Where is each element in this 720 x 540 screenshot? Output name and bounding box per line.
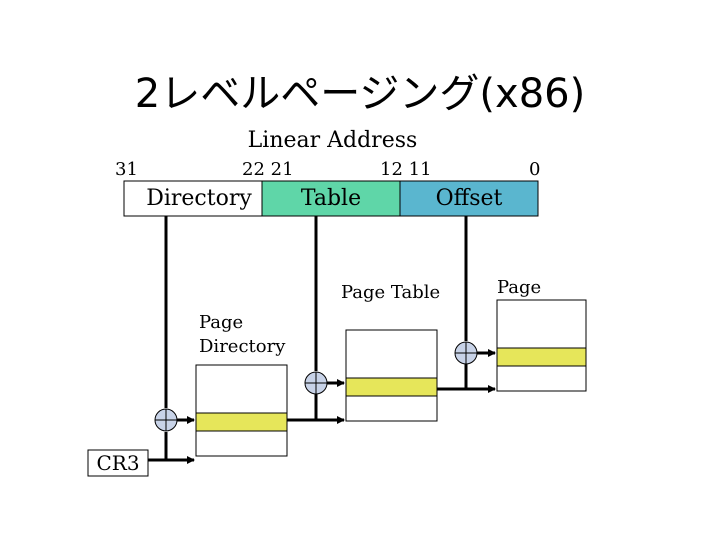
page-label: Page: [497, 277, 542, 298]
circled-plus-icon: [454, 341, 478, 365]
page-entry: [496, 347, 587, 367]
offset-field: [399, 180, 539, 217]
page-title: 2レベルページング(x86): [134, 71, 586, 117]
page-table-label: Page Table: [341, 282, 441, 303]
page-box: [496, 299, 587, 392]
page-directory-entry: [195, 412, 288, 432]
page-table-entry: [345, 377, 438, 397]
circled-plus-icon: [154, 408, 178, 432]
linear-address-label: Linear Address: [247, 128, 418, 153]
offset-field-label: Offset: [435, 186, 503, 211]
directory-field-label: Directory: [146, 186, 252, 211]
table-field: [261, 180, 401, 217]
bit-22-21-label: 22 21: [242, 159, 294, 180]
bit-12-11-label: 12 11: [380, 159, 432, 180]
page-table-box: [345, 329, 438, 422]
cr3-label: CR3: [96, 451, 140, 475]
page-directory-label-line2: Directory: [199, 336, 286, 357]
page-directory-box: [195, 364, 288, 457]
page-directory-label-line1: Page: [199, 312, 244, 333]
circled-plus-icon: [304, 371, 328, 395]
bit-31-label: 31: [115, 159, 138, 180]
cr3-box: [87, 449, 149, 477]
table-field-label: Table: [300, 186, 362, 211]
bit-0-label: 0: [529, 159, 541, 180]
